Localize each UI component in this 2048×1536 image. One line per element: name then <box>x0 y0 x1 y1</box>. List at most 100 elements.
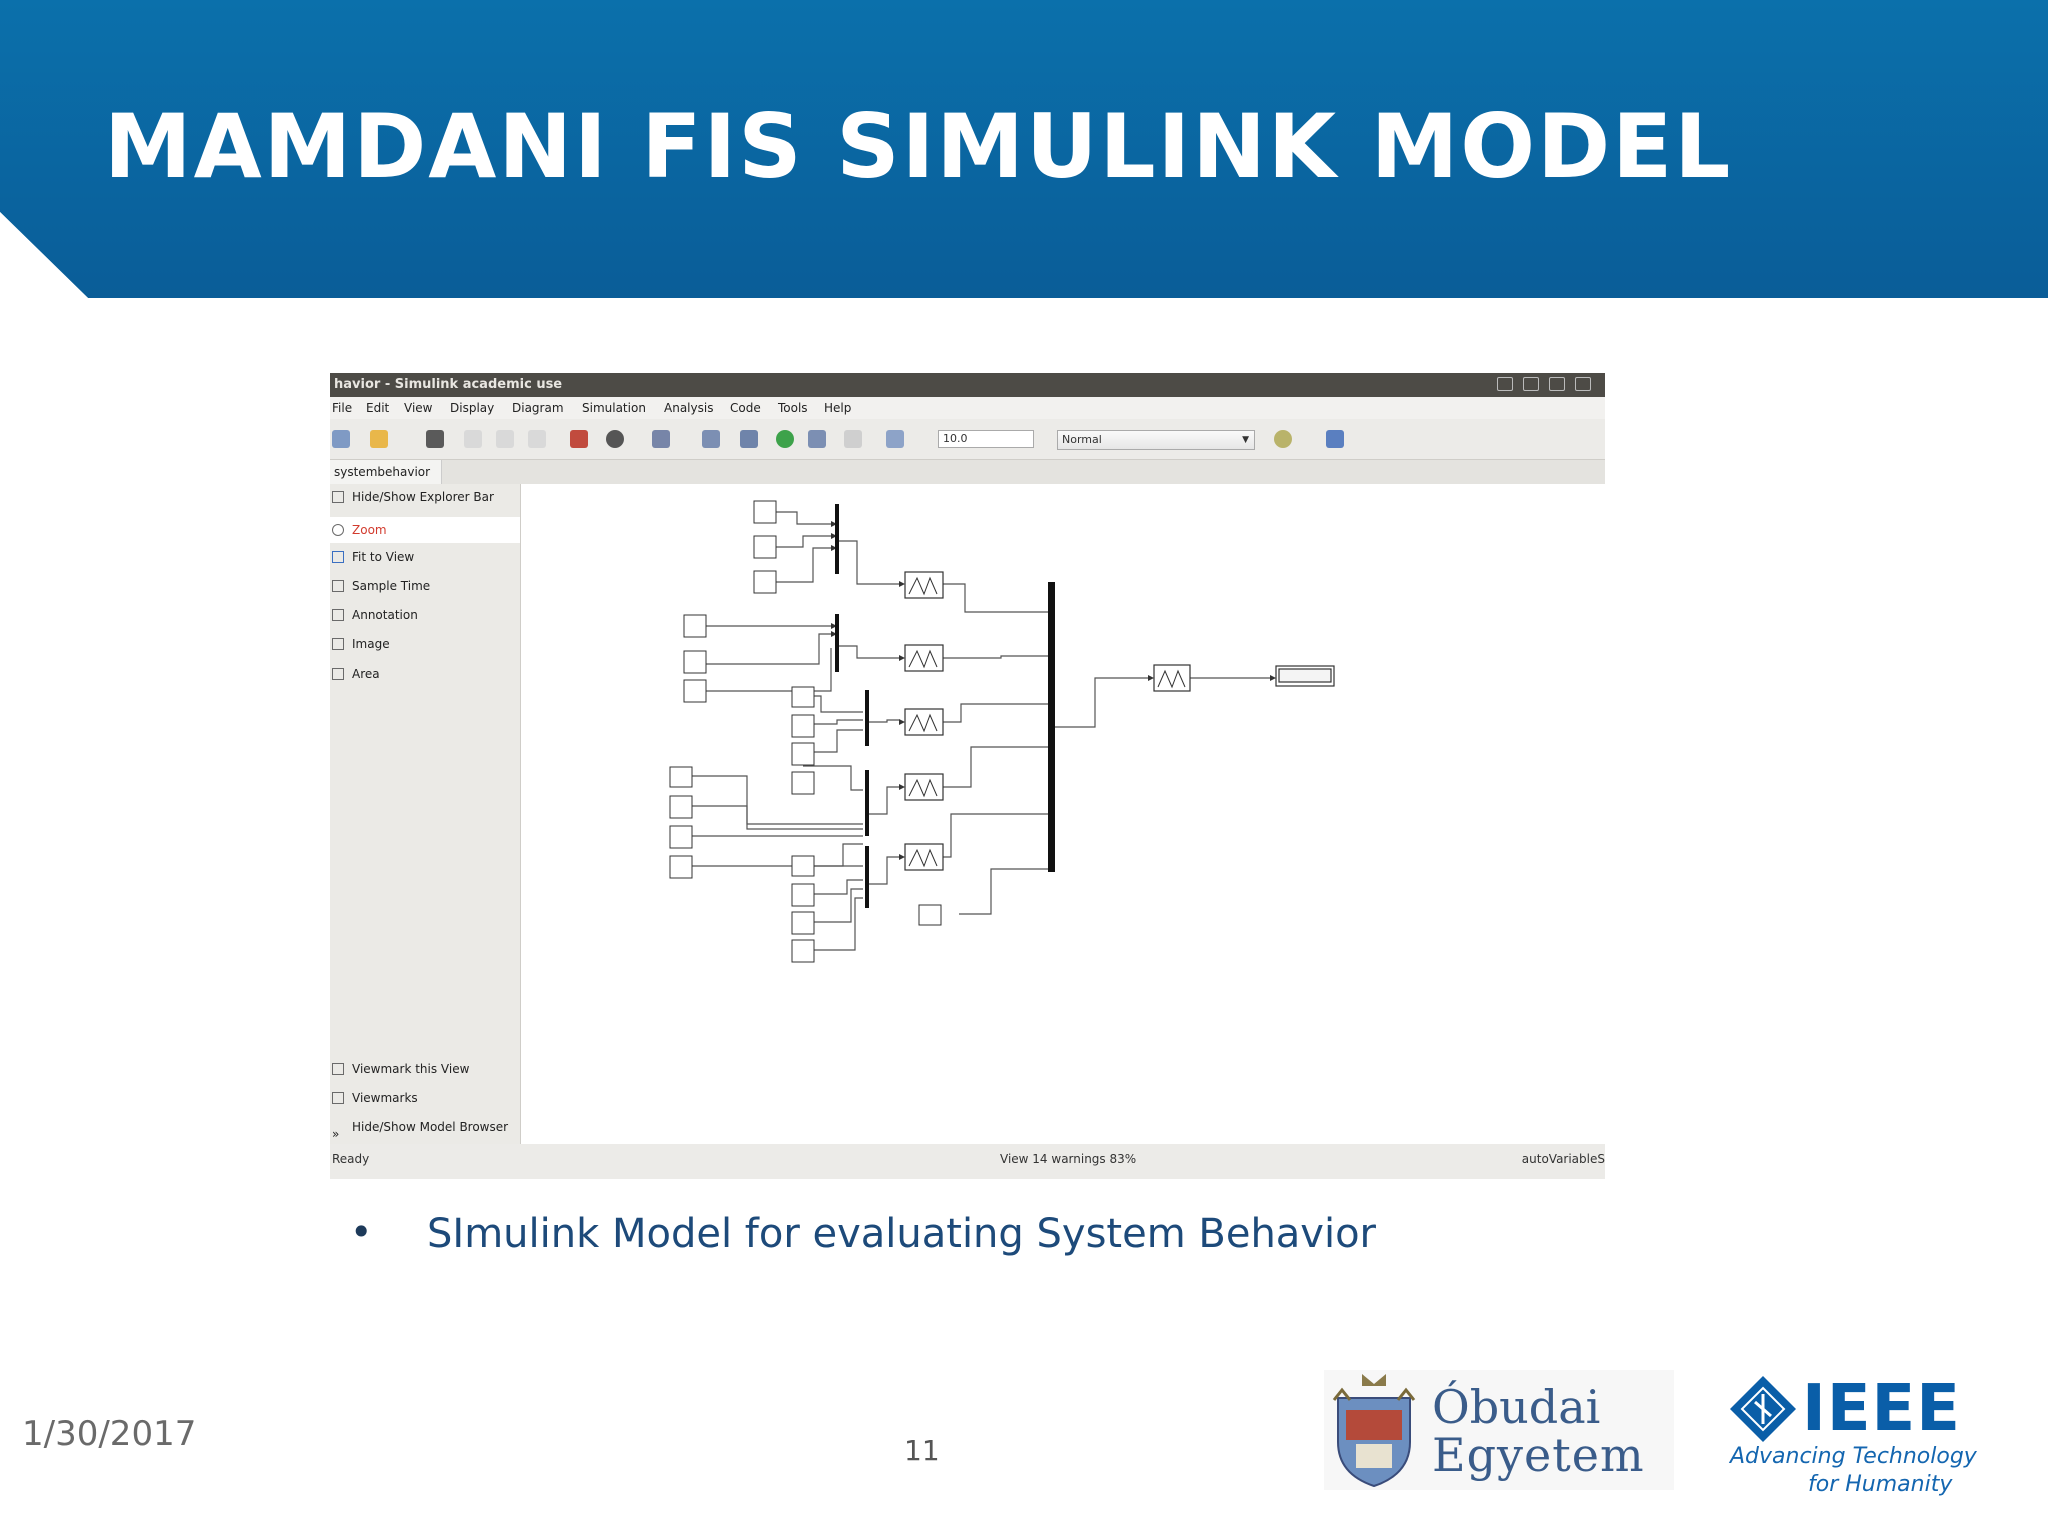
toolbar: 10.0 Normal ▼ <box>330 419 1605 460</box>
menu-tools[interactable]: Tools <box>778 401 808 415</box>
window-title: havior - Simulink academic use <box>334 377 563 392</box>
ieee-tagline-1: Advancing Technology <box>1730 1444 1977 1469</box>
model-advisor-icon[interactable] <box>1274 430 1292 448</box>
keyboard-layout-icon[interactable] <box>1523 377 1539 391</box>
menu-edit[interactable]: Edit <box>366 401 390 415</box>
slide-title: MAMDANI FIS SIMULINK MODEL <box>104 95 1733 198</box>
source-blocks <box>669 500 942 963</box>
bullet-text: SImulink Model for evaluating System Beh… <box>427 1211 1377 1257</box>
explorer-bar: Hide/Show Explorer Bar Zoom Fit to View … <box>330 484 521 1144</box>
uniform-random-block <box>669 825 693 849</box>
menu-simulation[interactable]: Simulation <box>582 401 646 415</box>
block-diagram <box>669 500 1335 963</box>
collapse-icon <box>332 491 344 503</box>
battery-icon[interactable] <box>1549 377 1565 391</box>
uniform-random-block <box>791 714 815 738</box>
step-back-fast-icon[interactable] <box>740 430 758 448</box>
constant-block <box>669 766 693 788</box>
constant-block <box>753 500 777 524</box>
explorer-image[interactable]: Image <box>330 631 520 657</box>
membership-function-glyphs <box>908 576 1186 868</box>
image-icon <box>332 638 344 650</box>
explorer-viewmark-this-view[interactable]: Viewmark this View <box>330 1056 520 1082</box>
uniform-random-block <box>791 911 815 935</box>
explorer-sample-time[interactable]: Sample Time <box>330 573 520 599</box>
explorer-annotation[interactable]: Annotation <box>330 602 520 628</box>
window-titlebar: havior - Simulink academic use <box>330 373 1605 397</box>
menu-file[interactable]: File <box>332 401 353 415</box>
sim-data-inspector-icon[interactable] <box>886 430 904 448</box>
model-browser-icon: » <box>332 1127 340 1141</box>
run-icon[interactable] <box>776 430 794 448</box>
page-number: 11 <box>904 1434 940 1467</box>
explorer-hide-show-model-browser[interactable]: » Hide/Show Model Browser <box>332 1120 509 1141</box>
obuda-line1: Óbudai <box>1432 1380 1601 1434</box>
annotation-icon <box>332 609 344 621</box>
volume-icon[interactable] <box>1575 377 1591 391</box>
undo-icon[interactable] <box>464 430 482 448</box>
sample-time-icon <box>332 580 344 592</box>
library-browser-icon[interactable] <box>570 430 588 448</box>
sim-mode-value: Normal <box>1062 433 1102 446</box>
uniform-random-block <box>791 771 815 795</box>
model-explorer-icon[interactable] <box>652 430 670 448</box>
status-bar: Ready View 14 warnings 83% autoVariableS <box>330 1144 1605 1179</box>
uniform-random-block <box>791 883 815 907</box>
menu-view[interactable]: View <box>404 401 433 415</box>
constant-block <box>791 686 815 708</box>
uniform-random-block <box>753 535 777 559</box>
mux-bar-5 <box>865 846 869 908</box>
tab-systembehavior[interactable]: systembehavior <box>330 460 442 484</box>
zoom-icon <box>332 524 344 536</box>
status-ready: Ready <box>332 1152 370 1166</box>
up-level-icon[interactable] <box>528 430 546 448</box>
status-warnings[interactable]: View 14 warnings 83% <box>1000 1152 1137 1166</box>
menu-analysis[interactable]: Analysis <box>664 401 714 415</box>
uniform-random-block <box>753 570 777 594</box>
explorer-fit-to-view[interactable]: Fit to View <box>330 544 520 570</box>
mux-bar-main <box>1048 582 1055 872</box>
model-config-icon[interactable] <box>606 430 624 448</box>
mux-bar-4 <box>865 770 869 836</box>
explorer-hide-show[interactable]: Hide/Show Explorer Bar <box>330 484 520 510</box>
explorer-zoom[interactable]: Zoom <box>330 517 520 543</box>
stop-time-field[interactable]: 10.0 <box>938 430 1034 448</box>
build-icon[interactable] <box>1326 430 1344 448</box>
explorer-viewmarks[interactable]: Viewmarks <box>330 1085 520 1111</box>
menu-bar: File Edit View Display Diagram Simulatio… <box>330 397 1605 419</box>
footer-date: 1/30/2017 <box>22 1414 197 1454</box>
mux-bar-2 <box>835 614 839 672</box>
menu-code[interactable]: Code <box>730 401 761 415</box>
ieee-logo: IEEE Advancing Technology for Humanity <box>1726 1372 1977 1502</box>
open-folder-icon[interactable] <box>370 430 388 448</box>
stop-icon[interactable] <box>844 430 862 448</box>
fuzzy-logic-controller-blocks <box>904 571 1191 871</box>
mux-bars <box>835 504 1055 908</box>
mux-bar-3 <box>865 690 869 746</box>
model-tab-bar: systembehavior <box>330 460 1605 485</box>
viewmarks-icon <box>332 1092 344 1104</box>
uniform-random-block <box>669 795 693 819</box>
university-crest-icon <box>1332 1374 1416 1488</box>
bullet-dot: • <box>350 1210 373 1254</box>
new-model-icon[interactable] <box>332 430 350 448</box>
save-icon[interactable] <box>426 430 444 448</box>
redo-icon[interactable] <box>496 430 514 448</box>
wifi-icon[interactable] <box>1497 377 1513 391</box>
step-forward-icon[interactable] <box>808 430 826 448</box>
sim-mode-select[interactable]: Normal ▼ <box>1057 430 1255 450</box>
obuda-line2: Egyetem <box>1432 1428 1645 1482</box>
step-back-icon[interactable] <box>702 430 720 448</box>
ieee-wordmark: IEEE <box>1802 1372 1961 1446</box>
menu-diagram[interactable]: Diagram <box>512 401 564 415</box>
mux-bar-1 <box>835 504 839 574</box>
menu-help[interactable]: Help <box>824 401 852 415</box>
constant-block <box>918 904 942 926</box>
status-solver[interactable]: autoVariableS <box>1521 1152 1605 1166</box>
uniform-random-block <box>683 679 707 703</box>
uniform-random-block <box>791 742 815 766</box>
constant-block <box>791 855 815 877</box>
explorer-area[interactable]: Area <box>330 661 520 687</box>
model-canvas[interactable] <box>521 484 1605 1144</box>
menu-display[interactable]: Display <box>450 401 495 415</box>
